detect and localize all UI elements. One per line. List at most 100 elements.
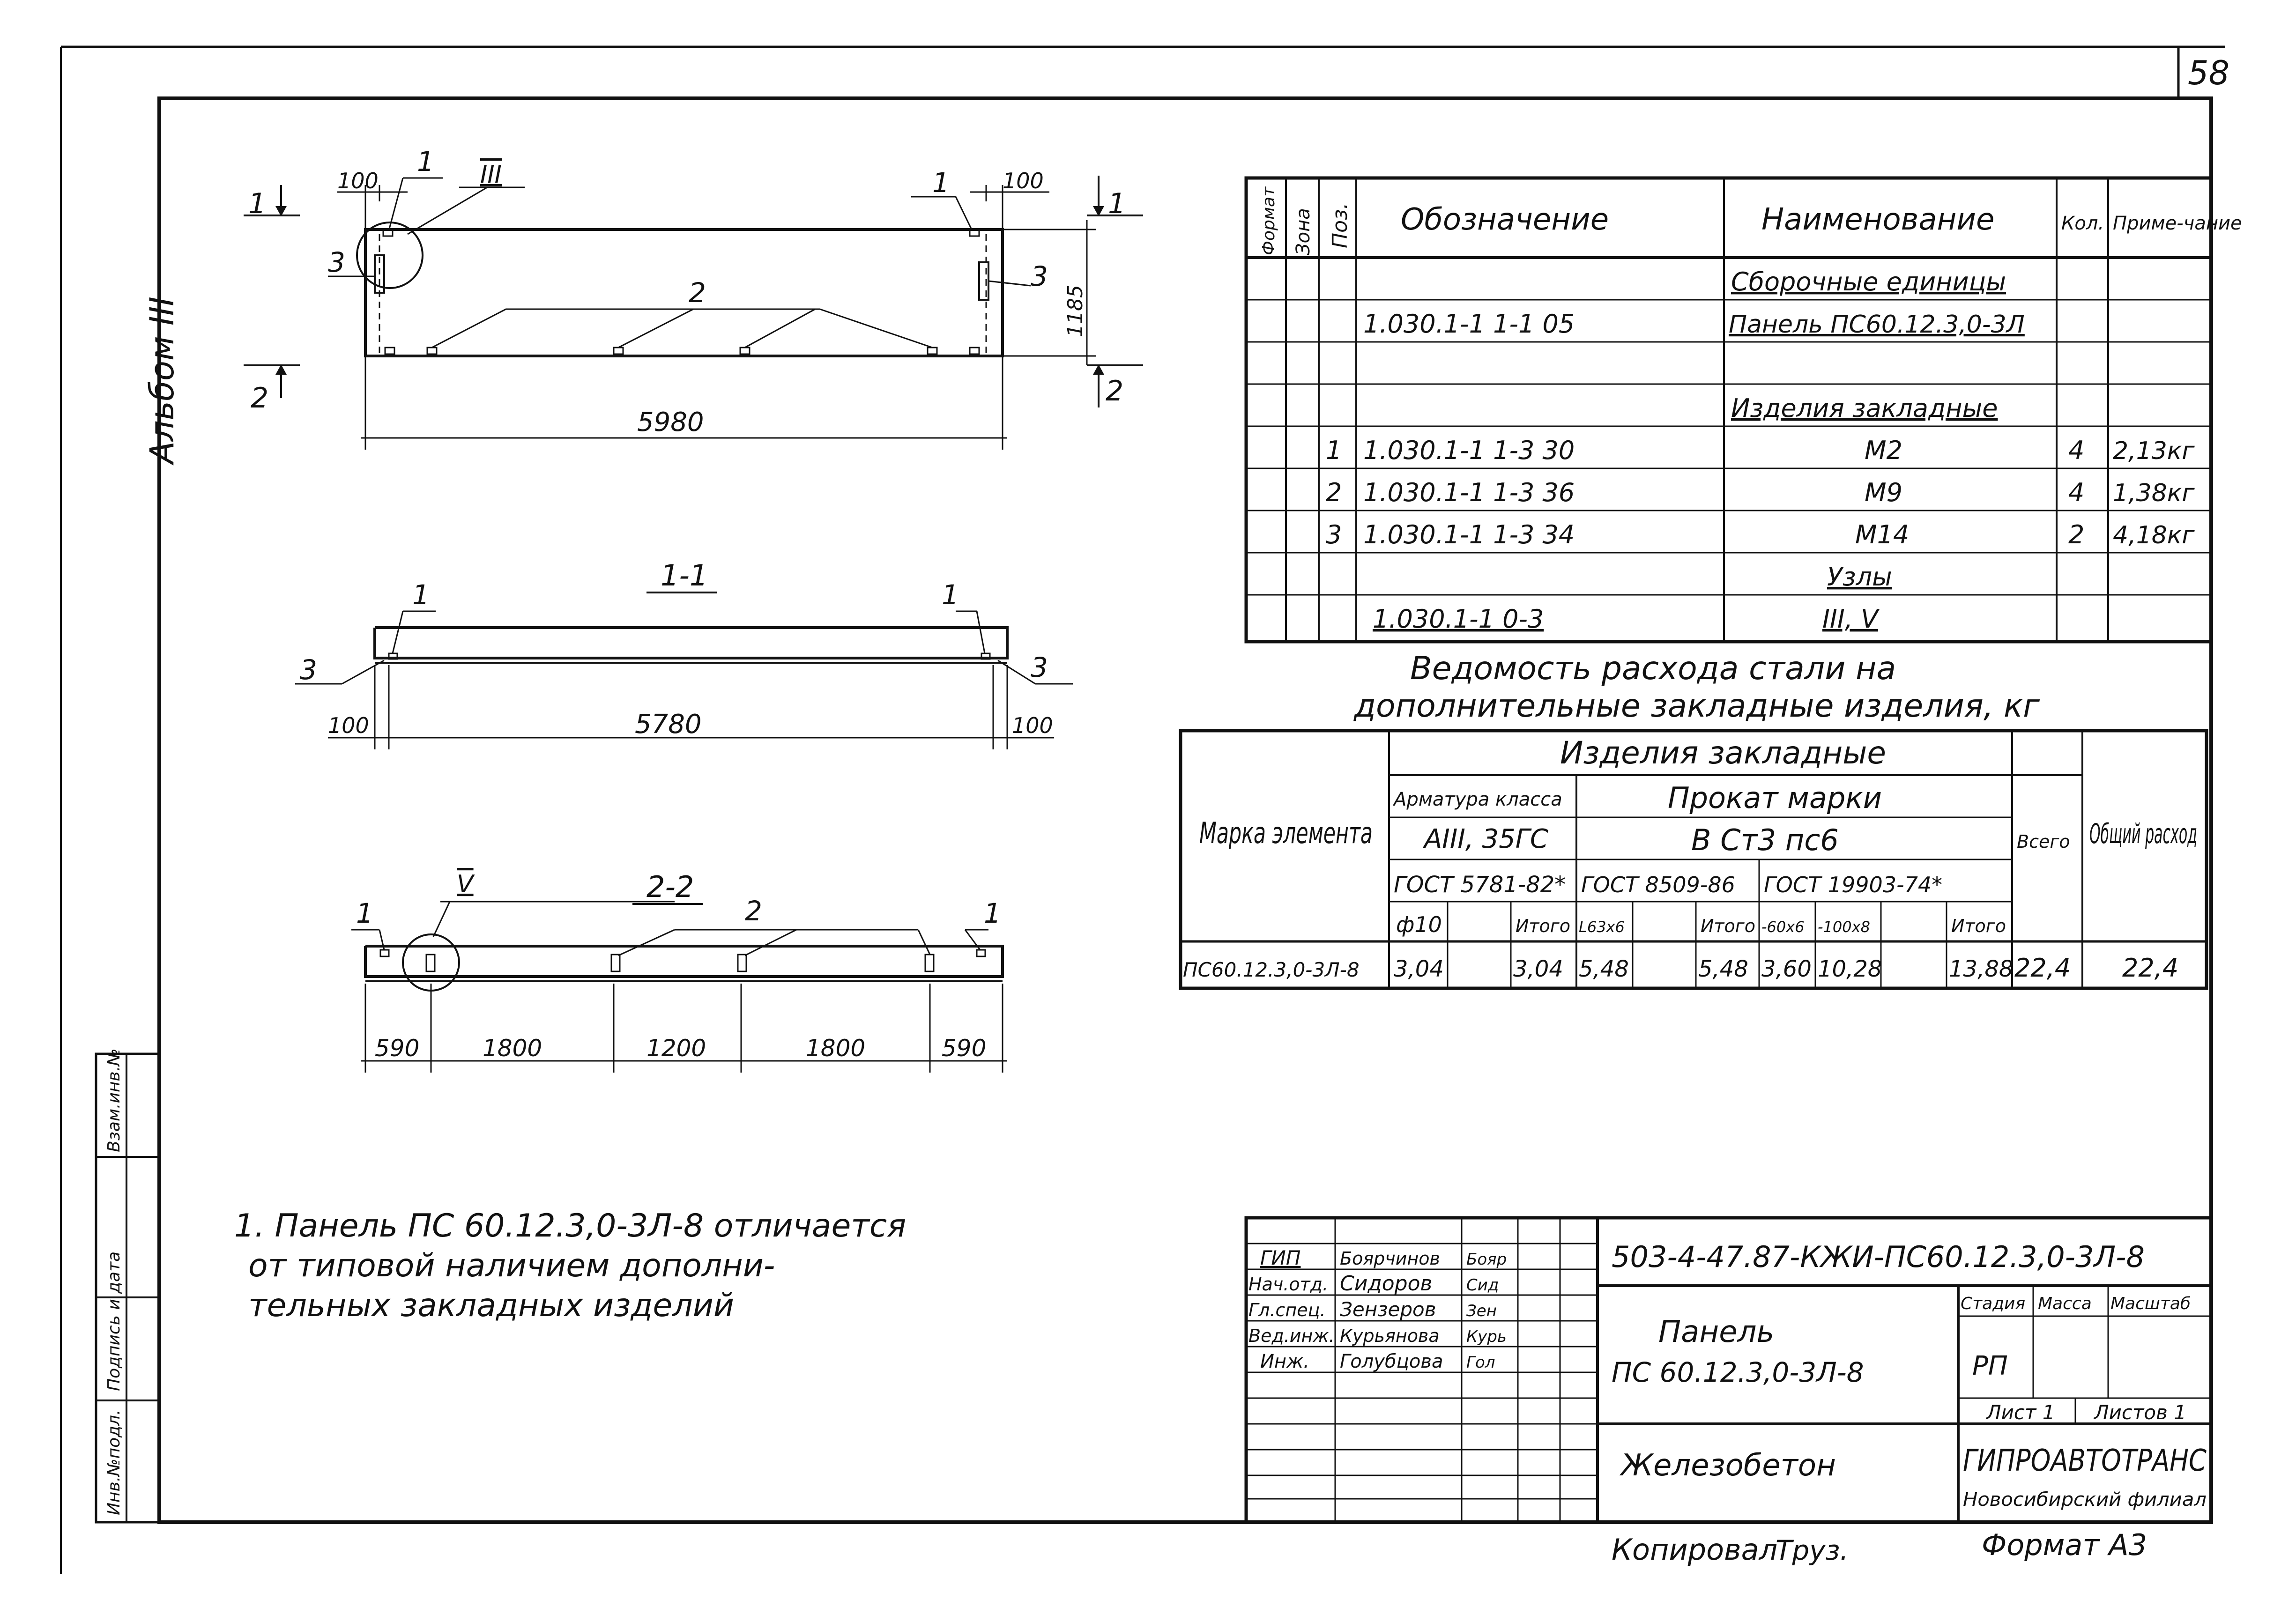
section-2-2: 2-2 1 2 1 V 590 1800 1200 1800 xyxy=(351,870,1007,1073)
tb-stage-h: Стадия xyxy=(1961,1294,2025,1313)
side-stamp: Инв.№подл. Подпись и дата Взам.инв.№ xyxy=(95,1048,161,1524)
spec-r8-designation: 1.030.1-1 0-3 xyxy=(1373,604,1544,634)
steel-h-rebar-grade: АIII, 35ГС xyxy=(1423,824,1548,854)
spec-h-note: Приме-чание xyxy=(2113,213,2242,234)
steel-row-v9: 13,88 xyxy=(1949,956,2013,982)
steel-row-total: 22,4 xyxy=(2014,953,2071,983)
section-1-1: 1-1 1 1 3 3 100 5780 100 xyxy=(295,558,1073,749)
steel-sub-5: Итого xyxy=(1701,916,1755,936)
tb-mass-h: Масса xyxy=(2038,1294,2092,1313)
plan-dim-100-left: 100 xyxy=(337,168,379,193)
plan-dim-1185: 1185 xyxy=(1063,285,1087,337)
tb-role-3: Вед.инж. xyxy=(1248,1326,1335,1346)
tb-sign-4: Гол xyxy=(1466,1353,1495,1372)
page-number: 58 xyxy=(2188,54,2229,92)
steel-title-2: дополнительные закладные изделия, кг xyxy=(1353,688,2040,725)
tb-name-4: Голубцова xyxy=(1340,1351,1443,1372)
sheet-frame: 58 xyxy=(60,45,2229,1574)
tb-role-2: Гл.спец. xyxy=(1248,1300,1326,1320)
spec-r6-qty: 2 xyxy=(2068,520,2084,549)
plan-cut-2-left: 2 xyxy=(251,382,268,415)
section-1-1-title: 1-1 xyxy=(661,558,708,592)
spec-r6-designation: 1.030.1-1 1-3 34 xyxy=(1363,520,1575,549)
spec-h-zone: Зона xyxy=(1293,208,1314,255)
s11-dim-100-right: 100 xyxy=(1012,713,1053,738)
tb-sign-3: Курь xyxy=(1466,1327,1507,1346)
tb-name-0: Боярчинов xyxy=(1340,1248,1440,1269)
s11-marker-3-left: 3 xyxy=(300,654,317,686)
side-stamp-inv: Инв.№подл. xyxy=(104,1410,124,1515)
spec-r4-designation: 1.030.1-1 1-3 30 xyxy=(1363,436,1575,465)
s11-dim-5780: 5780 xyxy=(635,709,702,740)
steel-h-rolled: Прокат марки xyxy=(1668,781,1882,815)
spec-r8-name: III, V xyxy=(1822,604,1880,634)
tb-sign-0: Бояр xyxy=(1466,1250,1507,1269)
spec-r6-pos: 3 xyxy=(1326,520,1342,549)
side-stamp-sign: Подпись и дата xyxy=(104,1252,124,1391)
steel-h-rolled-gost2: ГОСТ 19903-74* xyxy=(1764,872,1942,897)
steel-row-v2: 3,04 xyxy=(1513,956,1563,982)
format-label: Формат А3 xyxy=(1982,1528,2147,1562)
spec-r4-note: 2,13кг xyxy=(2113,437,2195,465)
steel-h-rebar-gost: ГОСТ 5781-82* xyxy=(1394,872,1566,898)
s22-dim-590-left: 590 xyxy=(375,1035,419,1062)
steel-h-mark: Марка элемента xyxy=(1199,816,1373,850)
plan-cut-2-right: 2 xyxy=(1106,375,1123,407)
tb-org-1: ГИПРОАВТОТРАНС xyxy=(1963,1444,2207,1478)
steel-sub-3: L63х6 xyxy=(1579,918,1625,936)
steel-h-rolled-gost1: ГОСТ 8509-86 xyxy=(1581,872,1735,897)
album-label: Альбом III xyxy=(143,296,181,466)
spec-r1-designation: 1.030.1-1 1-1 05 xyxy=(1363,309,1575,339)
plan-marker-2: 2 xyxy=(689,277,706,309)
steel-sub-0: ф10 xyxy=(1396,912,1442,937)
tb-sheets-total: Листов 1 xyxy=(2093,1401,2186,1424)
steel-h-embedded: Изделия закладные xyxy=(1560,735,1886,771)
steel-row-v3: 5,48 xyxy=(1579,956,1629,982)
steel-sub-7: -100х8 xyxy=(1818,918,1870,936)
plan-node-III: III xyxy=(480,161,502,189)
tb-name-1: Сидоров xyxy=(1340,1272,1432,1296)
s22-dim-590-right: 590 xyxy=(942,1035,986,1062)
spec-r3-name: Изделия закладные xyxy=(1731,393,1998,423)
note-line-3: тельных закладных изделий xyxy=(248,1287,734,1324)
spec-r5-pos: 2 xyxy=(1326,478,1342,507)
plan-view: 1 1 2 2 100 100 1185 5980 1 1 2 3 3 III xyxy=(244,146,1143,450)
spec-r6-name: М14 xyxy=(1855,520,1909,549)
tb-role-1: Нач.отд. xyxy=(1248,1274,1328,1295)
steel-row-v6: 3,60 xyxy=(1761,956,1812,982)
steel-sub-2: Итого xyxy=(1516,916,1570,936)
note: 1. Панель ПС 60.12.3,0-3Л-8 отличается о… xyxy=(234,1207,906,1324)
steel-h-rebar-class: Арматура класса xyxy=(1392,789,1562,810)
steel-sub-6: -60х6 xyxy=(1761,918,1805,936)
plan-dim-100-right: 100 xyxy=(1003,168,1044,193)
s22-marker-1-left: 1 xyxy=(356,897,373,929)
title-block: ГИП Нач.отд. Гл.спец. Вед.инж. Инж. Бояр… xyxy=(1244,1216,2213,1524)
s11-marker-1-left: 1 xyxy=(412,579,430,611)
tb-name-2: Зензеров xyxy=(1340,1298,1436,1321)
steel-title-1: Ведомость расхода стали на xyxy=(1410,650,1896,687)
spec-r4-pos: 1 xyxy=(1326,436,1342,465)
note-line-2: от типовой наличием дополни- xyxy=(248,1247,775,1284)
s22-dim-1800-left: 1800 xyxy=(483,1035,542,1062)
plan-marker-3-left: 3 xyxy=(328,246,345,278)
s11-marker-1-right: 1 xyxy=(942,579,959,611)
s22-marker-2: 2 xyxy=(745,895,762,927)
plan-marker-3-right: 3 xyxy=(1031,260,1048,292)
spec-h-format: Формат xyxy=(1259,186,1278,255)
spec-r7-name: Узлы xyxy=(1827,562,1892,592)
steel-sub-9: Итого xyxy=(1951,916,2006,936)
s22-dim-1200: 1200 xyxy=(646,1035,706,1062)
s11-dim-100-left: 100 xyxy=(328,713,369,738)
tb-role-4: Инж. xyxy=(1260,1351,1309,1372)
spec-r5-qty: 4 xyxy=(2068,478,2084,507)
tb-scale-h: Масштаб xyxy=(2110,1294,2191,1313)
steel-row-mark: ПС60.12.3,0-3Л-8 xyxy=(1183,958,1360,981)
spec-r5-note: 1,38кг xyxy=(2113,479,2195,507)
tb-sign-2: Зен xyxy=(1466,1302,1497,1320)
s22-marker-1-right: 1 xyxy=(984,897,1001,929)
tb-name-3: Курьянова xyxy=(1340,1326,1440,1346)
spec-h-name: Наименование xyxy=(1761,202,1994,237)
plan-marker-1-left: 1 xyxy=(417,146,434,178)
